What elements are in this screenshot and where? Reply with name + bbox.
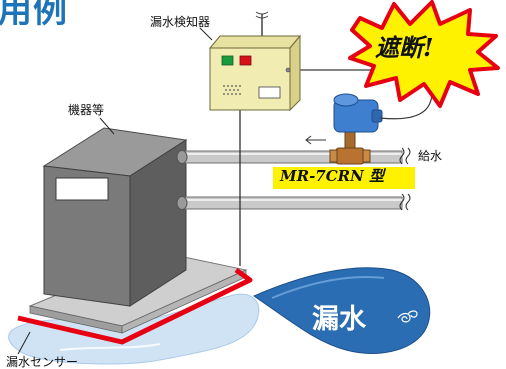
shutoff-callout: 遮断!	[375, 33, 434, 62]
equipment-side	[129, 139, 187, 307]
valve-model-label: MR-7CRN 型	[280, 167, 385, 185]
equipment-label: 機器等	[68, 103, 105, 117]
detector-label: 漏水検知器	[150, 15, 211, 29]
leak-callout: 漏水	[312, 304, 366, 335]
sensor-leader	[17, 331, 31, 355]
leak-detector-box	[208, 11, 302, 112]
leak-droplet	[252, 267, 431, 354]
equipment-panel	[55, 177, 109, 201]
leak-sensor-strip	[17, 267, 253, 345]
pipe-break-lower	[399, 193, 411, 211]
valve-model-band	[273, 167, 415, 189]
pipe-break-upper	[399, 147, 411, 165]
shutoff-burst	[348, 0, 500, 108]
water-pool-ripple	[59, 343, 161, 351]
sensor-label: 漏水センサー	[6, 355, 79, 369]
detector-leader	[199, 27, 213, 41]
flow-arrow	[305, 135, 326, 145]
equipment-leader	[99, 117, 115, 135]
supply-pipe-lower	[176, 196, 403, 210]
page-title: 用例	[0, 0, 68, 31]
supply-label: 給水	[418, 149, 443, 163]
motorized-valve	[329, 93, 383, 165]
